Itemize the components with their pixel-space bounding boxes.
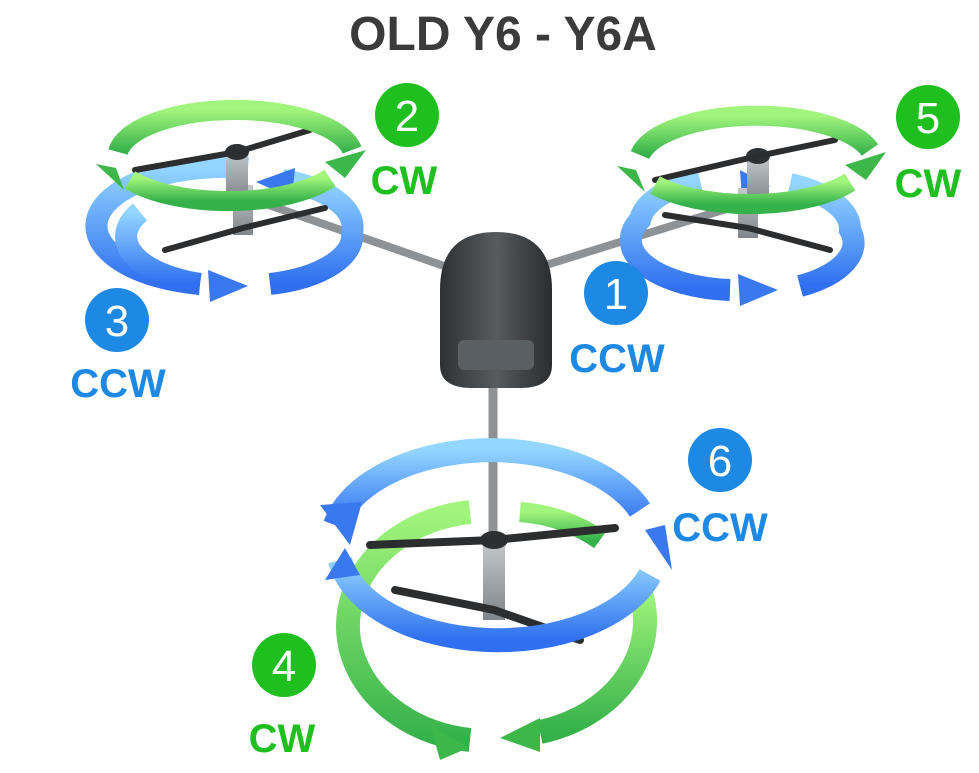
motor-number: 6 bbox=[708, 437, 732, 486]
badge-5 bbox=[896, 85, 960, 149]
badge-4 bbox=[252, 633, 316, 697]
motor-direction: CCW bbox=[672, 506, 768, 550]
motor-direction: CW bbox=[895, 162, 962, 206]
motor-label-6: 6 CCW bbox=[672, 428, 768, 550]
cw-arrow-icon bbox=[108, 100, 362, 156]
motor-label-5: 5 CW bbox=[895, 85, 962, 206]
motor-direction: CCW bbox=[70, 362, 166, 406]
rotor-rear bbox=[320, 438, 672, 760]
motor-number: 4 bbox=[272, 642, 296, 691]
badge-3 bbox=[85, 288, 149, 352]
motor-label-1: 1 CCW bbox=[569, 261, 665, 381]
badge-6 bbox=[688, 428, 752, 492]
motor-number: 5 bbox=[916, 94, 940, 143]
motor-number: 3 bbox=[105, 297, 129, 346]
motor-direction: CCW bbox=[569, 337, 665, 381]
motor-number: 2 bbox=[395, 92, 419, 141]
motor-label-3: 3 CCW bbox=[70, 288, 166, 406]
page-title: OLD Y6 - Y6A bbox=[349, 8, 657, 61]
motor-label-2: 2 CW bbox=[371, 83, 439, 203]
cw-arrow-icon bbox=[336, 500, 472, 752]
motor-label-4: 4 CW bbox=[249, 633, 316, 761]
cw-arrow-icon bbox=[630, 105, 879, 160]
rotor-right bbox=[617, 105, 886, 306]
rotor-left bbox=[85, 100, 366, 302]
badge-2 bbox=[375, 83, 439, 147]
badge-1 bbox=[584, 261, 648, 325]
ccw-arrow-icon bbox=[323, 438, 650, 530]
motor-number: 1 bbox=[604, 270, 628, 319]
motor-direction: CW bbox=[371, 159, 438, 203]
drone-body bbox=[440, 232, 552, 388]
motor-direction: CW bbox=[249, 717, 316, 761]
